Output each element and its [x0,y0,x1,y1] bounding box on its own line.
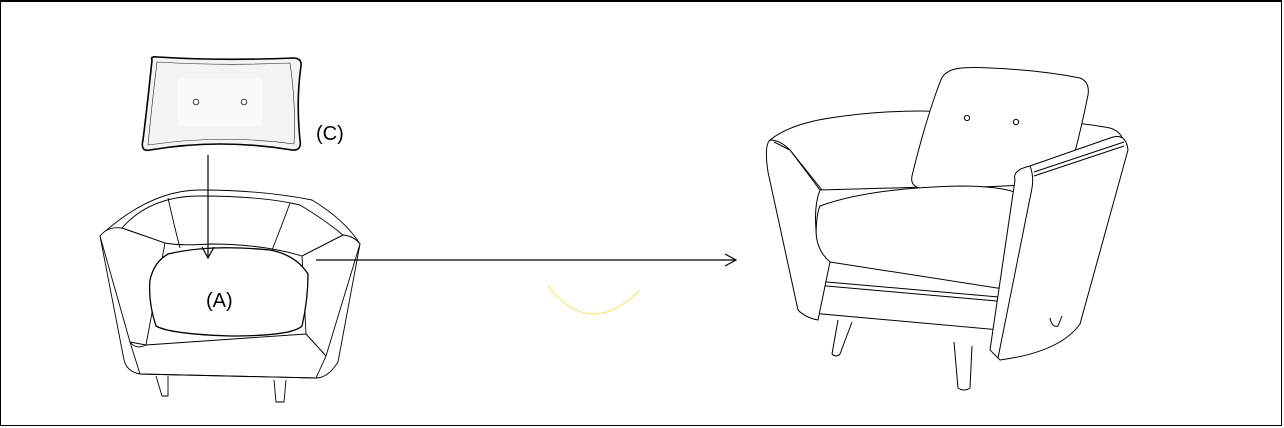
assembled-armchair [766,68,1128,391]
label-cushion-c: (C) [316,123,344,145]
accent-arc [548,286,640,314]
back-cushion-part [142,57,301,150]
label-seat-a: (A) [206,290,233,312]
